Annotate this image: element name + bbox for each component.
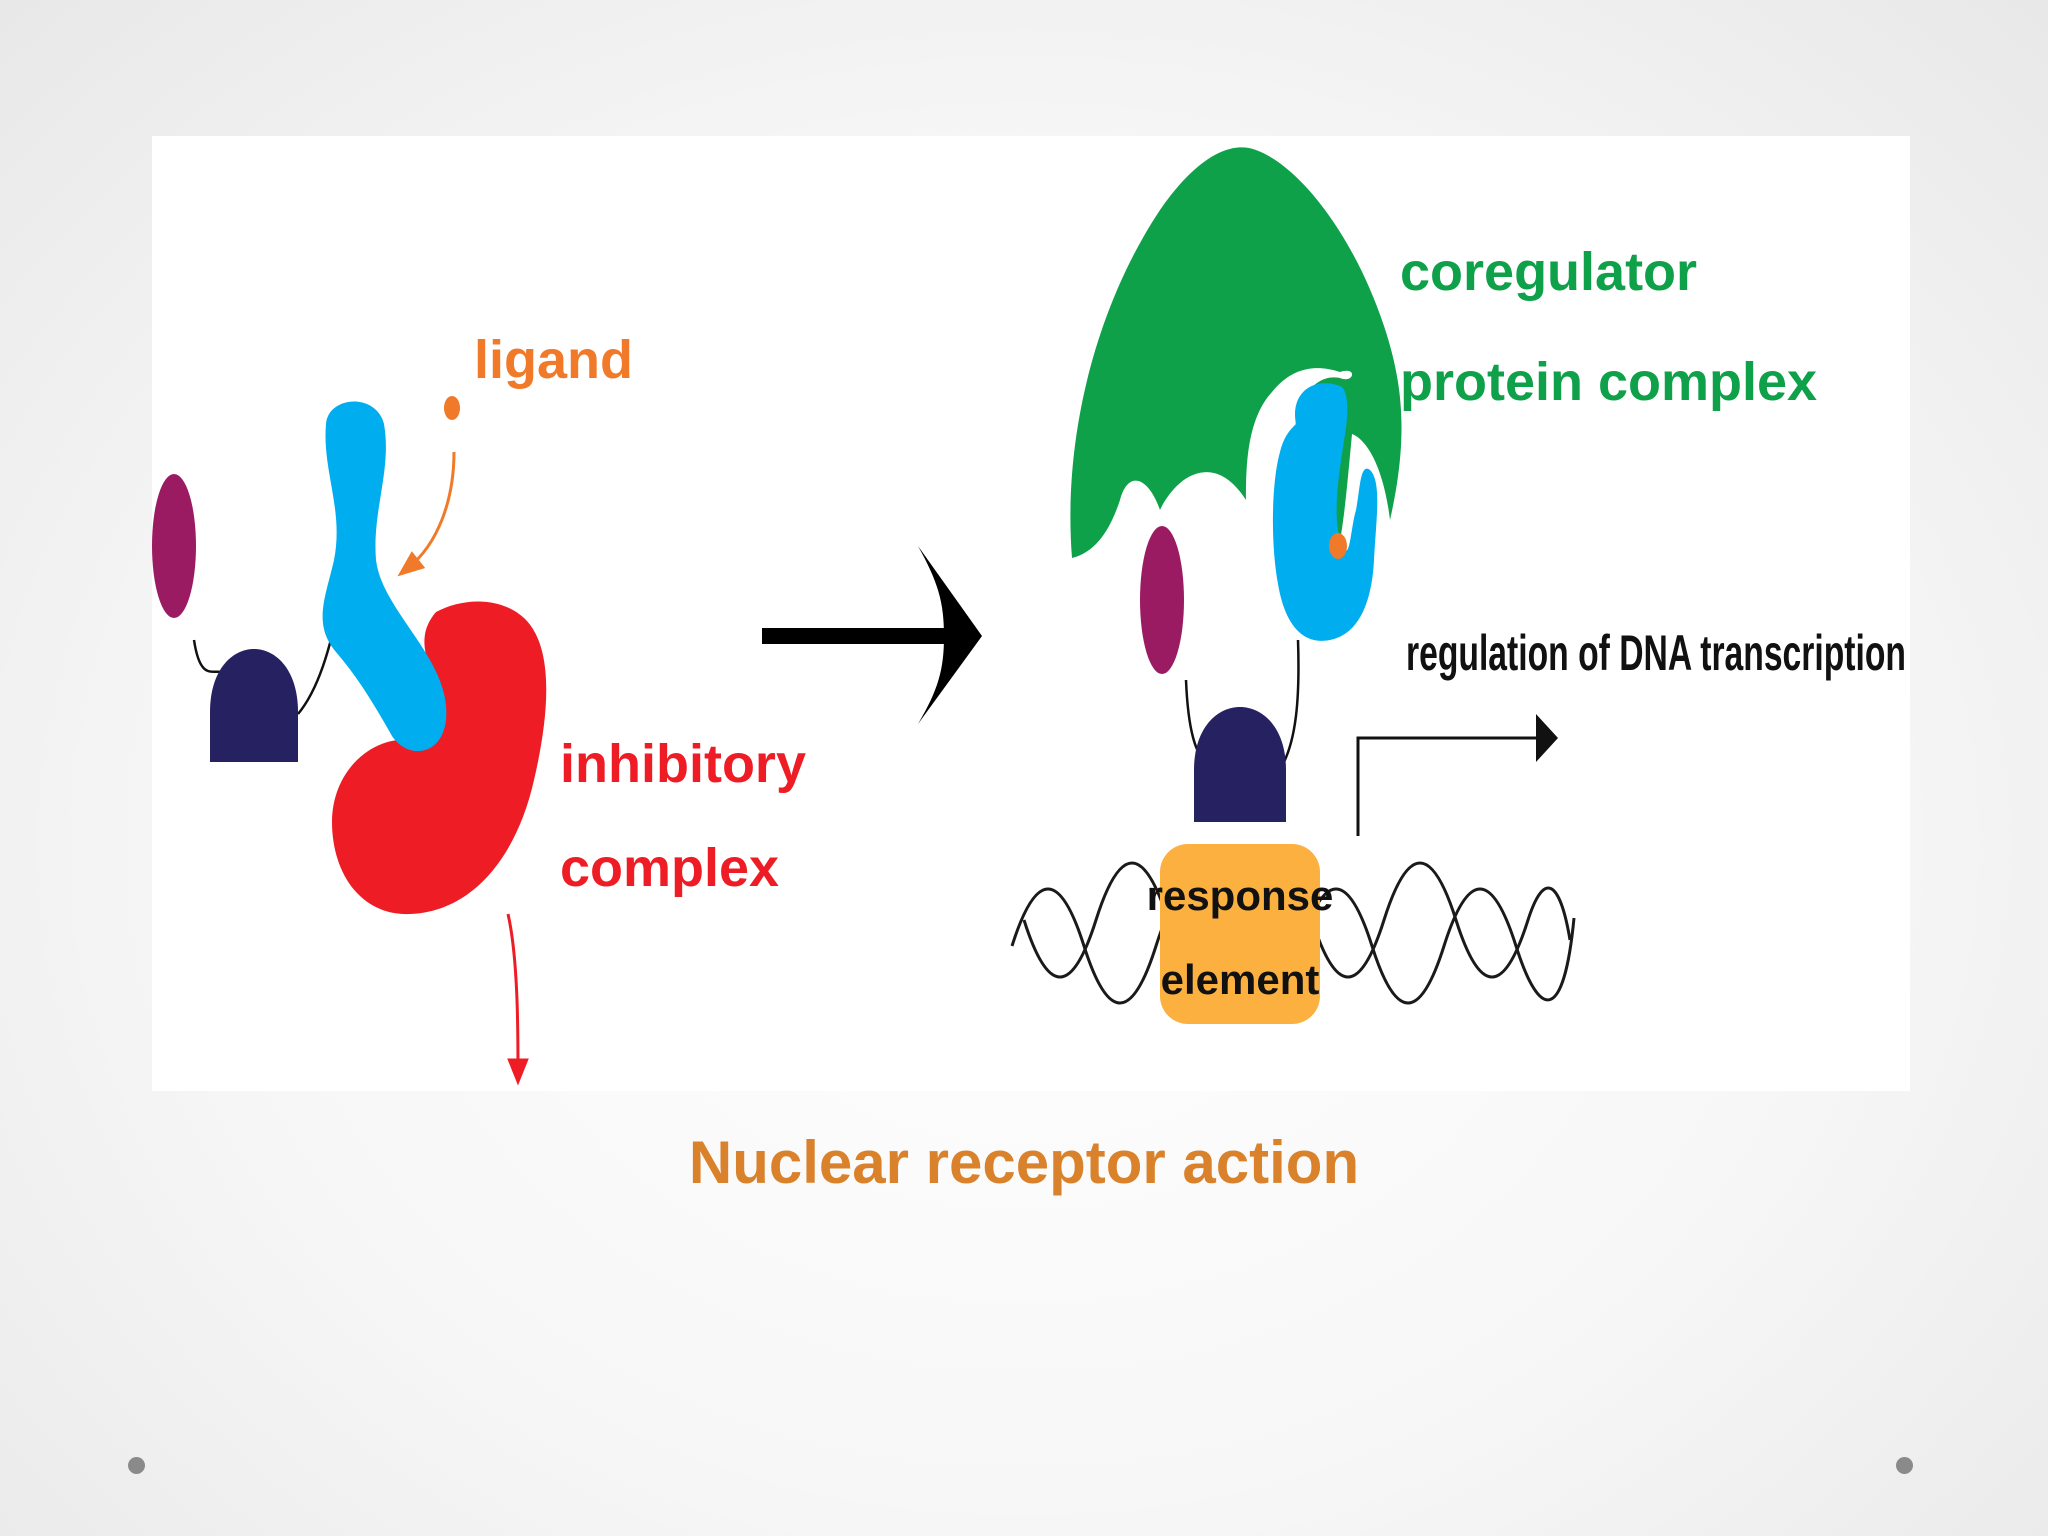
transcription-start-line (1356, 736, 1546, 836)
bound-ligand-dot (1329, 533, 1347, 559)
ligand-arrow (397, 451, 456, 577)
bullet-dot-right (1896, 1457, 1913, 1474)
active-receptor (1010, 147, 1576, 1024)
receptor-ligand-binding-domain (322, 401, 447, 752)
transition-arrow (762, 546, 982, 724)
response-element-label-line2: element (1161, 956, 1320, 1003)
slide-title: Nuclear receptor action (688, 1129, 1360, 1196)
inhibitory-complex-shape (332, 601, 547, 915)
receptor-purple-domain (1140, 526, 1184, 674)
linker-line (192, 639, 223, 674)
response-element-box (1160, 844, 1320, 1024)
response-element-label-line1: response (1147, 872, 1334, 919)
regulation-label: regulation of DNA transcription (1406, 625, 1906, 681)
receptor-ligand-binding-domain (1272, 383, 1378, 641)
transcription-arrowhead (1536, 714, 1558, 762)
inhibitory-release-arrow (506, 913, 529, 1086)
receptor-dna-binding-domain (210, 649, 298, 762)
receptor-dna-binding-domain (1194, 707, 1286, 822)
inhibitory-label-line1: inhibitory (560, 734, 806, 794)
ligand-dot (444, 396, 460, 420)
inactive-receptor (152, 396, 547, 1086)
bullet-dot-left (128, 1457, 145, 1474)
coregulator-complex-shape (1070, 147, 1402, 588)
receptor-purple-domain (152, 474, 196, 618)
ligand-label: ligand (474, 330, 633, 390)
coregulator-label-line2: protein complex (1400, 352, 1817, 412)
inhibitory-label-line2: complex (560, 838, 779, 898)
coregulator-label-line1: coregulator (1400, 242, 1697, 302)
linker-line (1280, 639, 1300, 767)
